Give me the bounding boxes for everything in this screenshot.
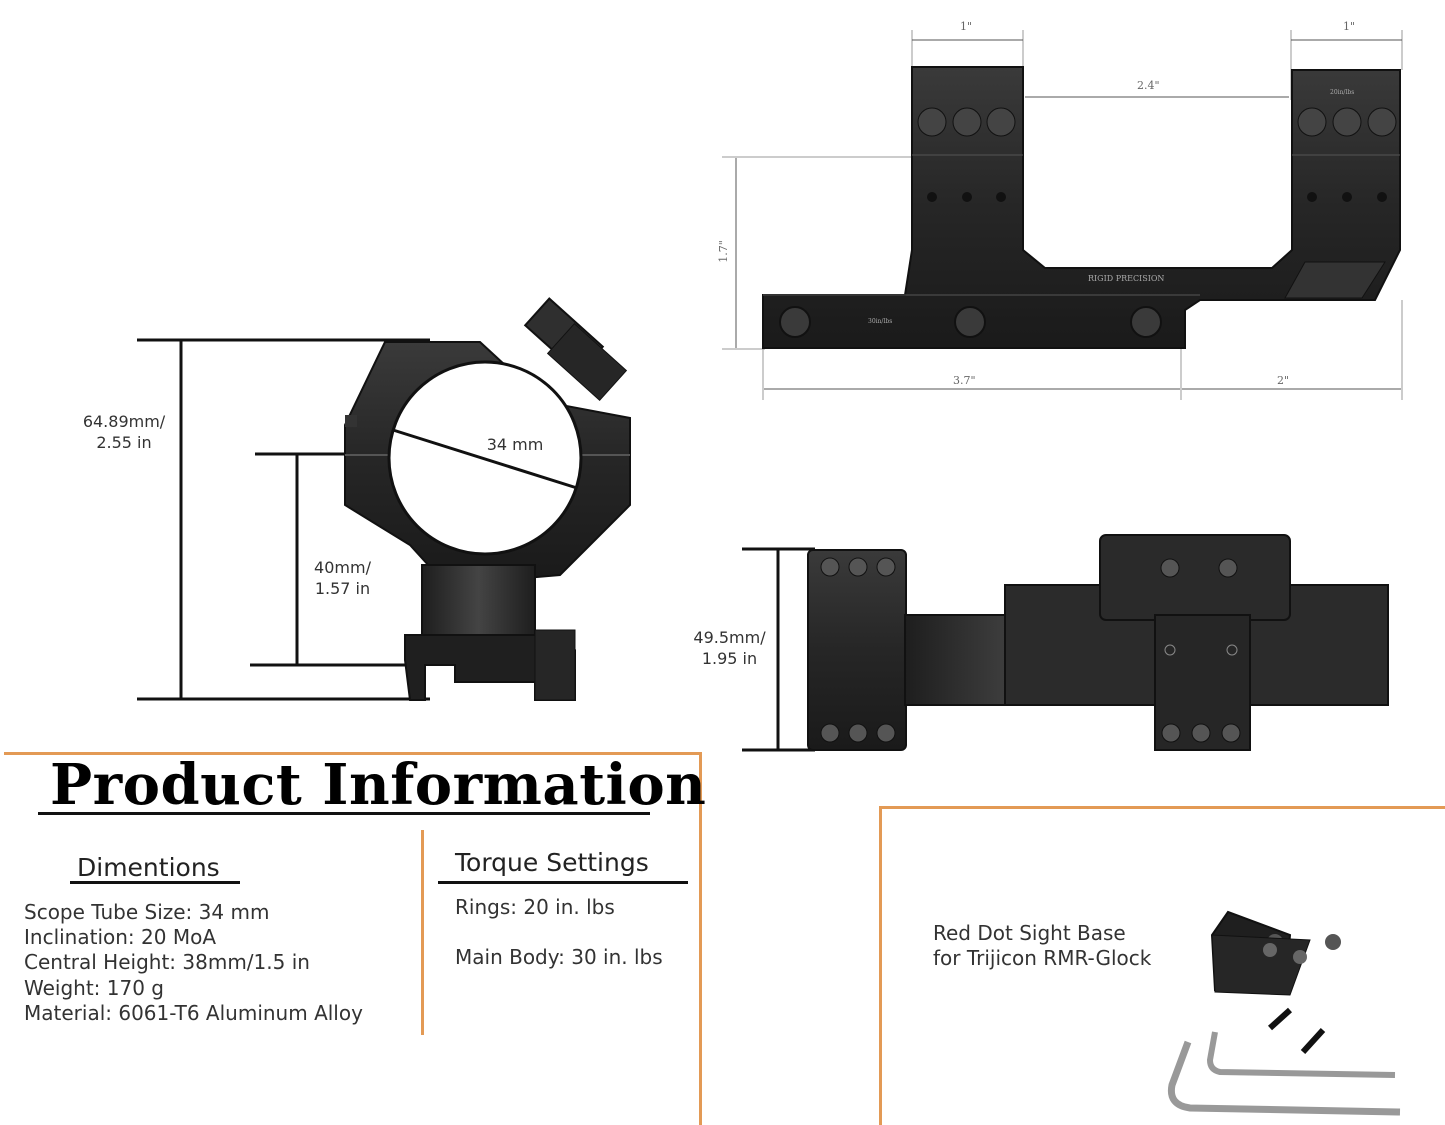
spec-line: Material: 6061-T6 Aluminum Alloy xyxy=(24,1001,363,1025)
accessory-panel-left-border xyxy=(879,806,882,1125)
ring-spacing-label: 2.4" xyxy=(1137,79,1160,92)
mount-top-view xyxy=(742,534,1389,752)
torque-line: Main Body: 30 in. lbs xyxy=(455,945,663,969)
accessory-caption-line2: for Trijicon RMR-Glock xyxy=(933,946,1152,970)
tube-diameter-label: 34 mm xyxy=(486,435,544,454)
column-divider xyxy=(421,830,424,1035)
torque-line: Rings: 20 in. lbs xyxy=(455,895,615,919)
dimensions-underline xyxy=(70,881,240,884)
ring-torque-engraving: 20in/lbs xyxy=(1330,89,1355,96)
accessory-caption-line1: Red Dot Sight Base xyxy=(933,921,1126,945)
accessory-panel-top-border xyxy=(879,806,1445,809)
base-torque-engraving: 30in/lbs xyxy=(868,318,893,325)
cantilever-length-label: 2" xyxy=(1277,374,1290,387)
torque-heading: Torque Settings xyxy=(455,848,649,877)
info-panel-top-border xyxy=(4,752,702,755)
ring-width-left-label: 1" xyxy=(960,20,973,33)
mount-side-view xyxy=(722,30,1403,400)
spec-line: Central Height: 38mm/1.5 in xyxy=(24,950,310,974)
spec-line: Weight: 170 g xyxy=(24,976,164,1000)
scope-ring-front-view xyxy=(137,297,631,701)
ring-total-height-label: 64.89mm/ 2.55 in xyxy=(82,412,166,452)
spec-line: Scope Tube Size: 34 mm xyxy=(24,900,270,924)
red-dot-base-accessory xyxy=(1167,910,1401,1116)
base-length-label: 3.7" xyxy=(953,374,976,387)
mount-height-label: 1.7" xyxy=(716,240,730,263)
torque-underline xyxy=(438,881,688,884)
title-underline xyxy=(38,812,650,815)
spec-line: Inclination: 20 MoA xyxy=(24,925,217,949)
product-info-title: Product Information xyxy=(50,752,707,818)
dimensions-heading: Dimentions xyxy=(77,853,220,882)
top-view-width-label: 49.5mm/ 1.95 in xyxy=(693,628,766,668)
brand-engraving: RIGID PRECISION xyxy=(1088,274,1165,283)
ring-center-height-label: 40mm/ 1.57 in xyxy=(314,558,371,598)
info-panel-right-border xyxy=(699,752,702,1125)
ring-width-right-label: 1" xyxy=(1343,20,1356,33)
